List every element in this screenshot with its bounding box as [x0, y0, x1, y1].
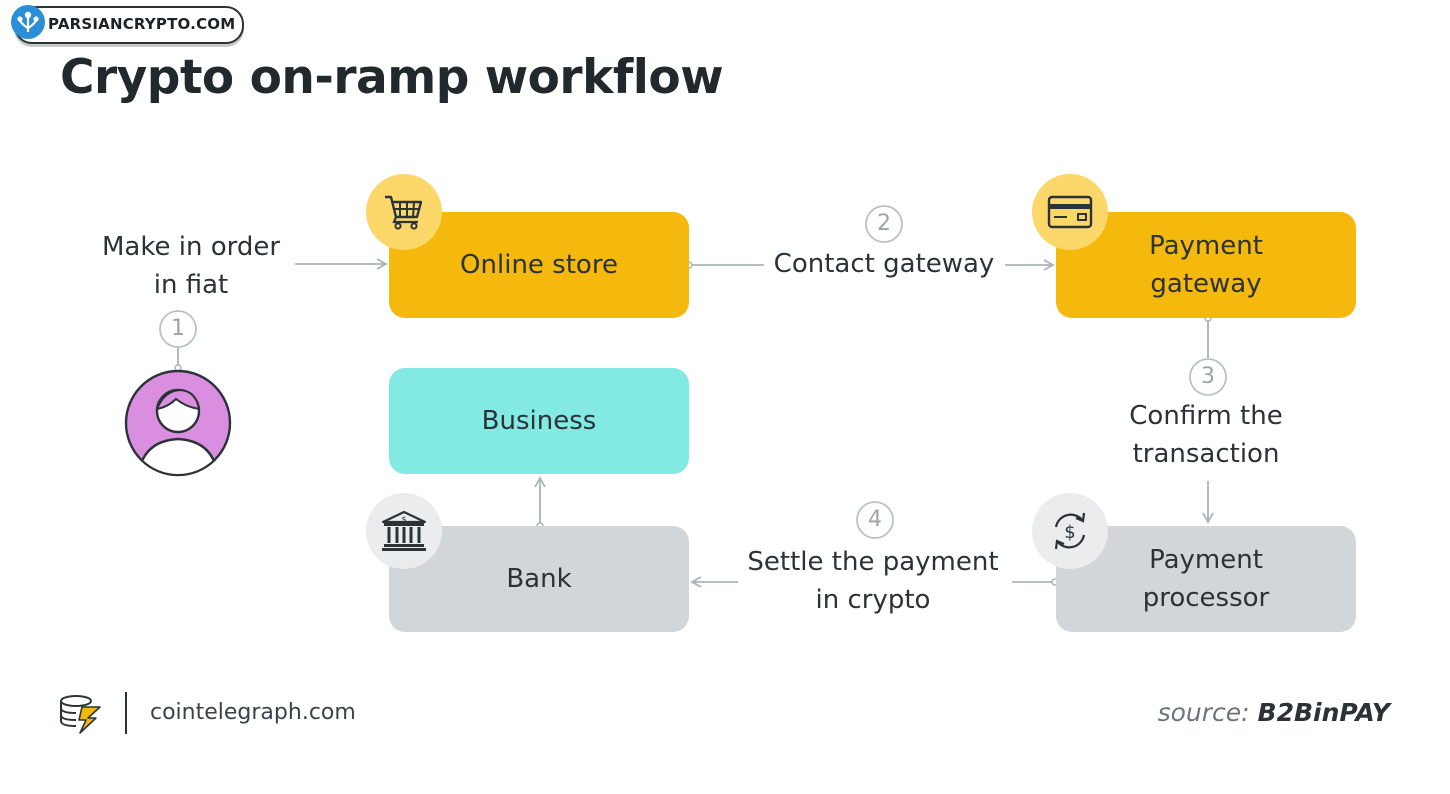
footer-brand-text: cointelegraph.com — [150, 700, 356, 725]
watermark-badge — [14, 6, 244, 44]
source-credit: source: B2BinPAY — [1158, 698, 1390, 727]
step-number-2: 2 — [877, 211, 891, 236]
payment-gateway-node: Payment gateway — [1056, 212, 1356, 318]
step-number-4: 4 — [868, 507, 882, 532]
currency-exchange-icon: $ — [1032, 493, 1108, 569]
shopping-cart-icon — [366, 174, 442, 250]
step-2-label: Contact gateway — [773, 249, 995, 279]
svg-text:$: $ — [401, 515, 406, 524]
watermark-text: PARSIANCRYPTO.COM — [48, 15, 236, 33]
step-4-label: Settle the payment in crypto — [740, 543, 1006, 619]
credit-card-icon — [1032, 174, 1108, 250]
svg-text:$: $ — [1064, 522, 1075, 543]
step-4-label-line2: in crypto — [815, 585, 931, 615]
user-avatar-icon — [124, 369, 232, 477]
step-number-1: 1 — [171, 316, 185, 341]
step-1-label: Make in order in fiat — [80, 228, 302, 304]
step-number-3: 3 — [1201, 364, 1215, 389]
page-title: Crypto on-ramp workflow — [60, 50, 724, 105]
watermark-logo-icon — [10, 4, 46, 40]
step-3-label-line1: Confirm the — [1129, 401, 1283, 431]
step-3-label-line2: transaction — [1132, 439, 1280, 469]
step-3-label: Confirm the transaction — [1096, 397, 1316, 473]
payment-processor-label: Payment processor — [1142, 545, 1270, 613]
online-store-label: Online store — [460, 250, 618, 280]
footer-divider — [125, 692, 127, 734]
step-1-label-line1: Make in order — [101, 232, 281, 262]
payment-gateway-label: Payment gateway — [1149, 231, 1263, 299]
business-label: Business — [481, 406, 597, 436]
step-4-label-line1: Settle the payment — [747, 547, 999, 577]
online-store-node: Online store — [389, 212, 689, 318]
bank-label: Bank — [506, 564, 572, 594]
source-prefix: source: — [1157, 698, 1250, 727]
payment-processor-node: Payment processor — [1056, 526, 1356, 632]
step-1-label-line2: in fiat — [153, 270, 229, 300]
cointelegraph-logo-icon — [58, 691, 104, 735]
source-name: B2BinPAY — [1257, 698, 1390, 727]
business-node: Business — [389, 368, 689, 474]
bank-icon: $ — [366, 493, 442, 569]
